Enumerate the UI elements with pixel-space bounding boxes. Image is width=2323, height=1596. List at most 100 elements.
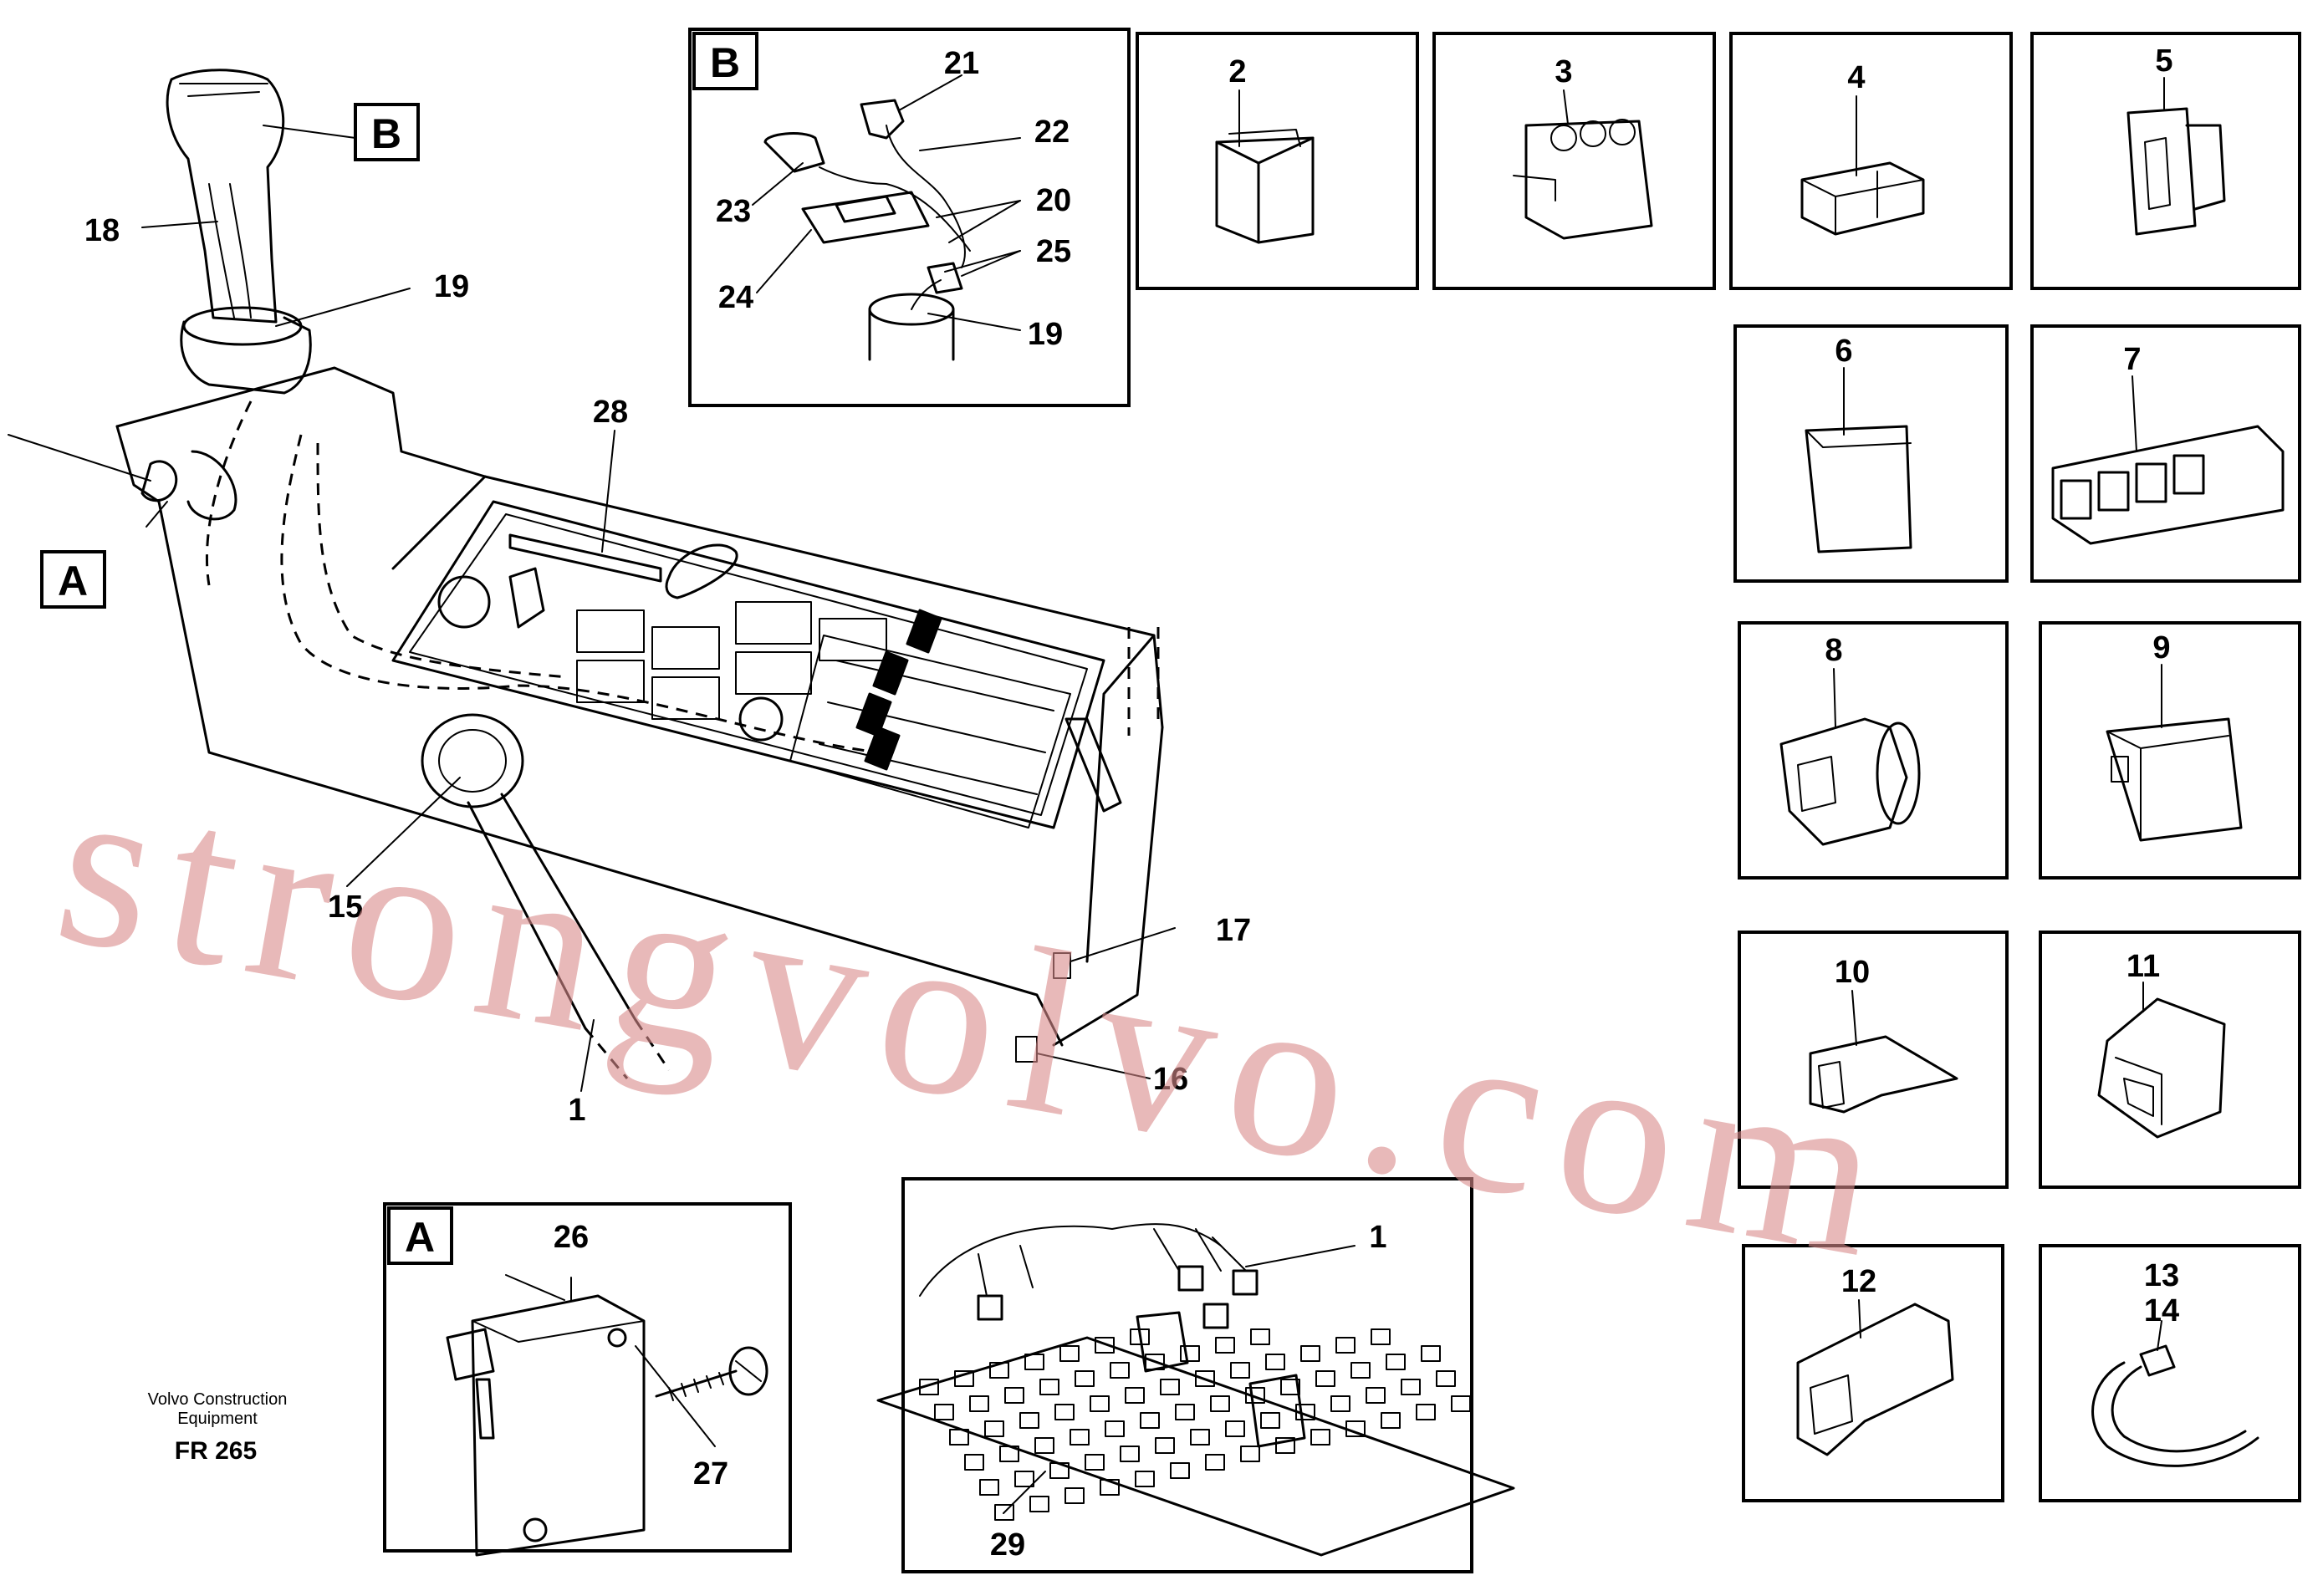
detail-a-panel: A <box>383 1202 792 1557</box>
callout-8: 8 <box>1825 633 1842 668</box>
pcb-component <box>1034 1437 1054 1454</box>
pcb-chips <box>919 1328 1471 1521</box>
part-box-8 <box>1738 621 2009 880</box>
pcb-component <box>1371 1328 1391 1345</box>
pcb-component <box>1205 1454 1225 1471</box>
control-console <box>8 69 1164 1079</box>
pcb-component <box>934 1404 954 1420</box>
pcb-component <box>1039 1379 1059 1395</box>
callout-15: 15 <box>328 890 363 925</box>
pcb-component <box>1245 1387 1265 1404</box>
footer-company-line2: Equipment <box>177 1410 258 1428</box>
detail-b-leaders <box>752 74 1021 331</box>
part-box-6 <box>1733 324 2009 583</box>
pcb-component <box>1215 1337 1235 1354</box>
detail-a-tag: A <box>405 1214 435 1261</box>
pcb-component <box>1230 1362 1250 1379</box>
pcb-component <box>1024 1354 1044 1370</box>
pcb-component <box>1210 1395 1230 1412</box>
pcb-component <box>1100 1479 1120 1496</box>
callout-28: 28 <box>593 395 628 430</box>
callout-27: 27 <box>693 1456 728 1491</box>
pcb-component <box>1155 1437 1175 1454</box>
footer-figure-code: FR 265 <box>175 1437 257 1465</box>
callout-5: 5 <box>2155 43 2172 79</box>
pcb-component <box>1054 1404 1075 1420</box>
pcb-component <box>1345 1420 1366 1437</box>
part-box-2 <box>1136 32 1419 290</box>
callout-17: 17 <box>1216 913 1251 948</box>
pcb-component <box>1225 1420 1245 1437</box>
footer-company-line1: Volvo Construction <box>148 1390 288 1409</box>
callout-7: 7 <box>2123 342 2141 377</box>
callout-25: 25 <box>1036 234 1071 269</box>
pcb-component <box>1421 1345 1441 1362</box>
detail-b-panel: B <box>688 28 1131 407</box>
part-box-3 <box>1432 32 1716 290</box>
pcb-component <box>1260 1412 1280 1429</box>
part-box-10 <box>1738 931 2009 1189</box>
callout-10: 10 <box>1835 955 1870 990</box>
callout-6: 6 <box>1835 334 1852 369</box>
part-box-4 <box>1729 32 2013 290</box>
pcb-component <box>1075 1370 1095 1387</box>
view-tag-b-label: B <box>371 110 401 157</box>
pcb-component <box>1019 1412 1039 1429</box>
pcb-component <box>1300 1345 1320 1362</box>
pcb-component <box>1105 1420 1125 1437</box>
part-box-12 <box>1742 1244 2004 1502</box>
pcb-component <box>954 1370 974 1387</box>
pcb-component <box>964 1454 984 1471</box>
part-box-9 <box>2039 621 2301 880</box>
callout-2: 2 <box>1228 54 1246 89</box>
pcb-component <box>1014 1471 1034 1487</box>
pcb-component <box>1310 1429 1330 1446</box>
pcb-component <box>979 1479 999 1496</box>
pcb-component <box>1004 1387 1024 1404</box>
pcb-component <box>1110 1362 1130 1379</box>
callout-24: 24 <box>718 280 753 315</box>
pcb-component <box>1120 1446 1140 1462</box>
callout-9: 9 <box>2152 630 2170 665</box>
callout-19: 19 <box>434 269 469 304</box>
pcb-component <box>919 1379 939 1395</box>
pcb-component <box>984 1420 1004 1437</box>
detail-b-tag: B <box>710 39 740 86</box>
view-tag-b-marker <box>354 103 420 161</box>
pcb-component <box>1125 1387 1145 1404</box>
pcb-component <box>1195 1370 1215 1387</box>
leader-lines-main <box>141 125 1176 1092</box>
pcb-component <box>989 1362 1009 1379</box>
pcb-component <box>1366 1387 1386 1404</box>
callout-1: 1 <box>568 1093 585 1128</box>
pcb-component <box>1029 1496 1049 1512</box>
pcb-component <box>1240 1446 1260 1462</box>
pcb-component <box>1170 1462 1190 1479</box>
detail-a-leaders <box>505 1274 716 1447</box>
pcb-component <box>1381 1412 1401 1429</box>
callout-14: 14 <box>2144 1293 2179 1328</box>
pcb-component <box>1416 1404 1436 1420</box>
pcb-component <box>949 1429 969 1446</box>
pcb-component <box>1295 1404 1315 1420</box>
pcb-component <box>1140 1412 1160 1429</box>
callout-26: 26 <box>554 1220 589 1255</box>
pcb-component <box>1175 1404 1195 1420</box>
callout-1-pcb: 1 <box>1369 1220 1386 1255</box>
callout-3: 3 <box>1555 54 1572 89</box>
pcb-component <box>1180 1345 1200 1362</box>
callout-29: 29 <box>990 1527 1025 1563</box>
pcb-component <box>1335 1337 1356 1354</box>
circuit-board-panel <box>876 1177 1515 1573</box>
callout-18: 18 <box>84 213 120 248</box>
callout-16: 16 <box>1153 1062 1188 1097</box>
callout-12: 12 <box>1841 1264 1876 1299</box>
pcb-component <box>1436 1370 1456 1387</box>
pcb-component <box>1160 1379 1180 1395</box>
pcb-component <box>1330 1395 1350 1412</box>
part-box-11 <box>2039 931 2301 1189</box>
part-box-5 <box>2030 32 2301 290</box>
callout-23: 23 <box>716 194 751 229</box>
pcb-component <box>1350 1362 1371 1379</box>
